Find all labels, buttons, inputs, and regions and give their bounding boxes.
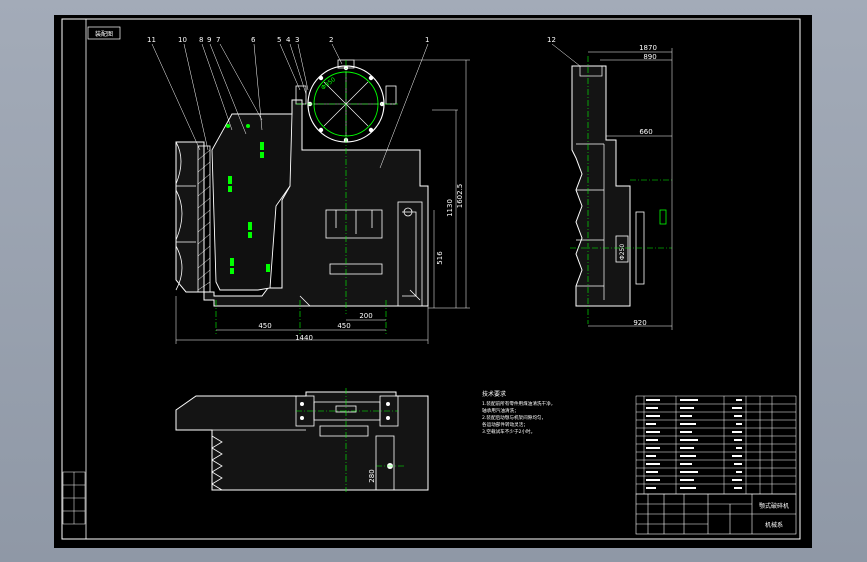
dim-height-1130: 1130: [446, 199, 454, 217]
side-ribs: [576, 65, 605, 300]
dim-280: 280: [368, 469, 376, 482]
dim-height-516: 516: [436, 251, 444, 265]
fixed-jaw-hatch: [197, 149, 211, 291]
inner-border: [85, 18, 801, 540]
shaft-side: [615, 235, 629, 263]
tech-line-4: 各运动部件转动灵活；: [482, 421, 528, 428]
front-centerlines: [215, 60, 398, 334]
dim-overall-width: 1440: [295, 334, 313, 342]
side-frame: [571, 65, 631, 307]
fixed-jaw-plate: [197, 145, 211, 293]
balloon-10: 10: [178, 36, 187, 44]
tech-requirements: 技术要求 1.装配前所有零件用煤油清洗干净， 轴承用汽油清洗； 2.装配后动颚与…: [482, 390, 555, 435]
balloon-12: 12: [547, 36, 556, 44]
right-housing: [299, 201, 423, 307]
plan-spring-zigzag: [211, 429, 306, 491]
dim-overall-height: 1602.5: [456, 184, 464, 209]
balloon-1: 1: [425, 36, 429, 44]
front-view: Φ950: [147, 36, 470, 344]
dim-450-right: 450: [337, 322, 350, 330]
title-block: [635, 493, 797, 535]
corner-label: 装配图: [95, 30, 113, 38]
side-dims: [551, 43, 673, 330]
parts-list-entries: [646, 399, 742, 489]
parts-list: [635, 395, 797, 495]
left-wall-ribs: [175, 141, 196, 291]
plan-bearing-blocks: [295, 395, 399, 491]
corner-label-box: [87, 26, 121, 40]
side-view: Φ250 12 1870 890 660 920: [547, 36, 673, 330]
dim-920: 920: [633, 319, 646, 327]
flywheel-bolt-circle: [307, 65, 385, 143]
jaw-bolts: [226, 124, 270, 274]
dim-890: 890: [643, 53, 656, 61]
balloon-7: 7: [216, 36, 220, 44]
balloon-8: 8: [199, 36, 203, 44]
balloon-4: 4: [286, 36, 291, 44]
title-drawing-name: 颚式破碎机: [759, 502, 789, 510]
bearing-block-right: [385, 85, 397, 105]
tech-line-2: 轴承用汽油清洗；: [482, 407, 519, 414]
dim-450-left: 450: [258, 322, 271, 330]
dim-bore: Φ250: [619, 244, 626, 260]
balloon-11: 11: [147, 36, 156, 44]
front-horizontal-dims: [175, 296, 429, 344]
plan-view: 280: [175, 388, 429, 492]
side-centerlines: [570, 56, 672, 324]
leader-lines: [151, 43, 429, 169]
tech-line-1: 1.装配前所有零件用煤油清洗干净，: [482, 400, 555, 407]
plan-centerlines: [296, 388, 404, 492]
balloon-3: 3: [295, 36, 299, 44]
tech-line-3: 2.装配后动颚与机架间隙均匀，: [482, 414, 546, 421]
balloon-5: 5: [277, 36, 281, 44]
balloon-2: 2: [329, 36, 333, 44]
pulley-side: [659, 209, 667, 225]
balloon-6: 6: [251, 36, 256, 44]
tech-line-5: 3.空载试车不少于2小时。: [482, 428, 535, 435]
dim-1870: 1870: [639, 44, 657, 52]
left-strip-table: [62, 471, 86, 525]
plan-outline: [175, 391, 429, 491]
title-company: 机械系: [765, 521, 783, 529]
front-vertical-dims: [354, 59, 470, 309]
dim-660: 660: [639, 128, 652, 136]
dim-200: 200: [359, 312, 372, 320]
moving-jaw: [211, 113, 293, 291]
tech-requirements-title: 技术要求: [482, 390, 506, 398]
balloon-9: 9: [207, 36, 211, 44]
